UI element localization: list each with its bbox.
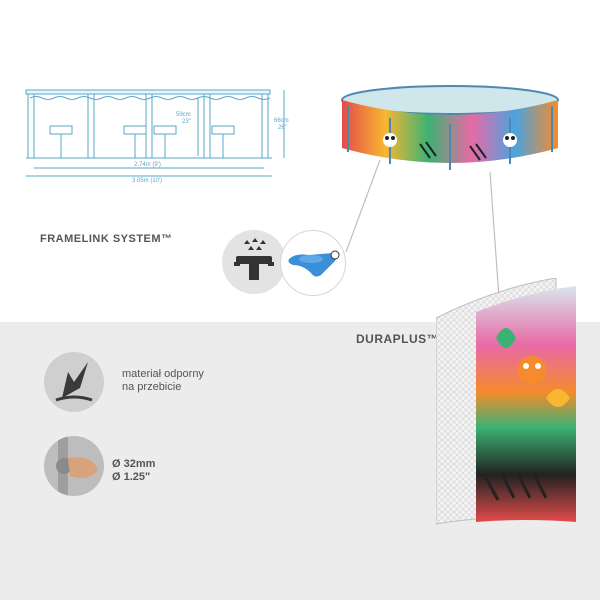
puncture-line2: na przebicie <box>122 381 182 393</box>
liner-layer-image <box>436 278 576 525</box>
pool-frame-diagram: 59cm 23" 66cm 26" 2.74m (9') 3.05m (10') <box>25 89 289 184</box>
pool-image <box>341 85 559 170</box>
height-in-label: 26" <box>278 125 287 131</box>
inner-width-label: 2.74m (9') <box>134 162 161 168</box>
puncture-line1: materiał odporny <box>122 368 204 380</box>
duraplus-heading: DURAPLUS™ <box>356 332 440 346</box>
framelink-heading: FRAMELINK SYSTEM™ <box>40 233 173 245</box>
puncture-resistant-icon <box>44 352 104 412</box>
pipe-in: Ø 1.25" <box>112 471 151 483</box>
pipe-text: Ø 32mm Ø 1.25" <box>112 458 155 484</box>
outer-width-label: 3.05m (10') <box>132 178 162 184</box>
depth-cm-label: 59cm <box>176 112 191 118</box>
blue-clip-icon <box>280 230 346 296</box>
pipe-diameter-icon <box>44 436 104 496</box>
pipe-mm: Ø 32mm <box>112 458 156 470</box>
height-cm-label: 66cm <box>274 118 289 124</box>
depth-in-label: 23" <box>182 119 191 125</box>
puncture-text: materiał odporny na przebicie <box>122 368 204 394</box>
framelink-connector-icon <box>222 230 286 294</box>
